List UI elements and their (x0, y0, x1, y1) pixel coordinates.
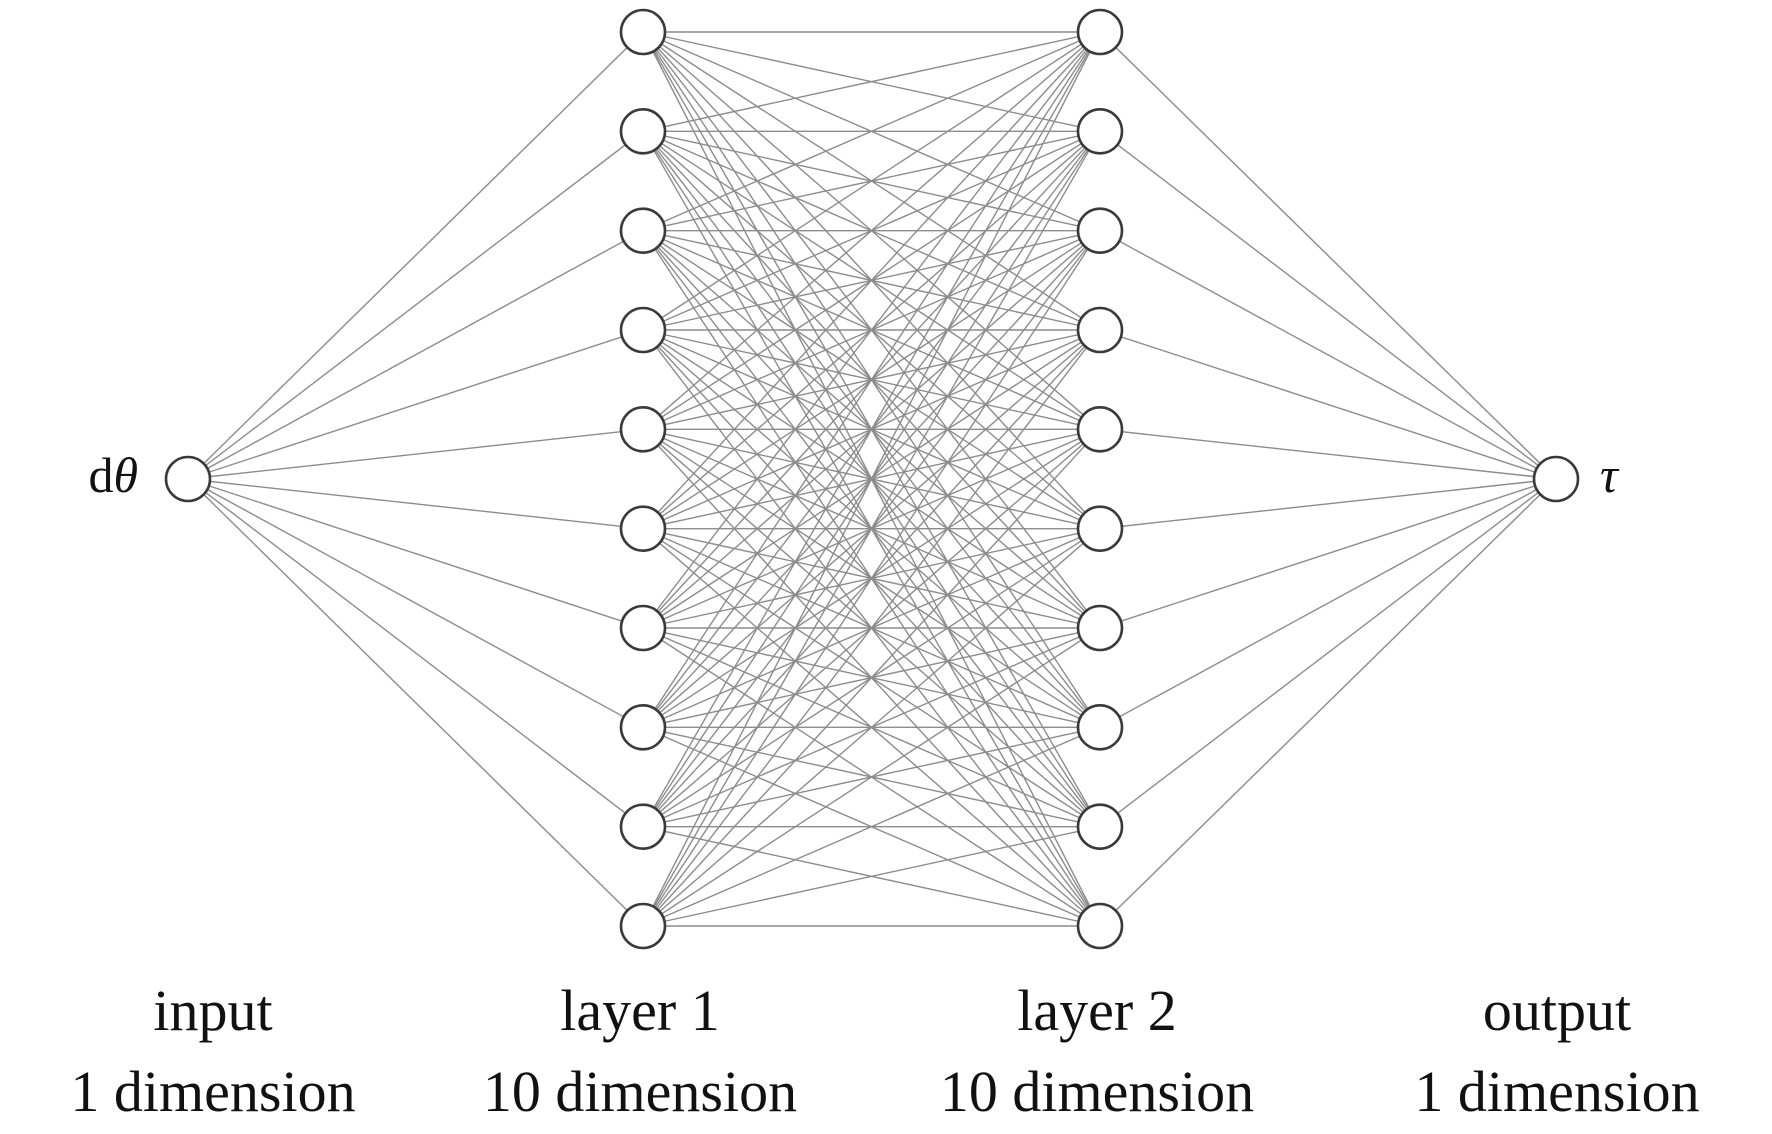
layer2-neuron-1 (1076, 8, 1124, 56)
layer2-neuron-9 (1076, 803, 1124, 850)
layer1-neuron-4 (619, 306, 667, 354)
connection-input-0-layer1-9 (187, 478, 644, 927)
connection-input-0-layer1-3 (187, 329, 644, 480)
input-layer-name: input (153, 978, 272, 1043)
connection-layer2-9-output-0 (1099, 478, 1557, 927)
connection-layer1-6-layer2-0 (642, 31, 1101, 629)
layer2-neuron-10 (1076, 902, 1124, 950)
layer2-neuron-6 (1076, 505, 1124, 552)
connection-layer1-9-layer2-0 (642, 31, 1101, 927)
connection-layer2-1-output-0 (1099, 130, 1557, 480)
connection-layer1-7-layer2-0 (642, 31, 1101, 728)
layer1-name: layer 1 (560, 978, 719, 1043)
layer2-neuron-5 (1076, 406, 1124, 453)
layer2-neuron-3 (1076, 207, 1124, 254)
connection-layer2-0-output-0 (1099, 31, 1557, 480)
connection-layer1-5-layer2-0 (642, 31, 1101, 530)
connection-layer2-3-output-0 (1099, 329, 1557, 480)
connection-layer1-9-layer2-2 (642, 230, 1101, 927)
connection-layer1-9-layer2-3 (642, 329, 1101, 927)
connection-layer1-1-layer2-0 (642, 31, 1101, 133)
connection-layer1-9-layer2-5 (642, 528, 1101, 927)
connection-layer2-7-output-0 (1099, 478, 1557, 728)
layer2-neuron-4 (1076, 306, 1124, 354)
layer2-neuron-8 (1076, 704, 1124, 751)
connection-layer1-9-layer2-1 (642, 130, 1101, 927)
connection-layer2-5-output-0 (1099, 478, 1557, 530)
connection-layer1-9-layer2-8 (642, 825, 1101, 927)
output-neuron-1 (1532, 455, 1580, 503)
connection-input-0-layer1-6 (187, 478, 644, 629)
connection-input-0-layer1-4 (187, 428, 644, 480)
input-layer-dimension: 1 dimension (70, 1059, 355, 1124)
layer1-neuron-8 (619, 704, 667, 751)
layer2-neuron-2 (1076, 108, 1124, 155)
output-layer-dimension: 1 dimension (1414, 1059, 1699, 1124)
connection-input-0-layer1-0 (187, 31, 644, 480)
input-neuron-1 (164, 455, 212, 503)
layer1-dimension: 10 dimension (483, 1059, 797, 1124)
layer1-neuron-2 (619, 108, 667, 155)
connection-layer1-3-layer2-0 (642, 31, 1101, 331)
connection-layer1-9-layer2-6 (642, 627, 1101, 927)
layer1-neuron-5 (619, 406, 667, 453)
connection-input-0-layer1-5 (187, 478, 644, 530)
layer2-dimension: 10 dimension (940, 1059, 1254, 1124)
layer2-neuron-7 (1076, 604, 1124, 652)
connection-input-0-layer1-7 (187, 478, 644, 728)
neurons-group (164, 8, 1580, 950)
connections-group (187, 31, 1557, 927)
output-node-label: τ (1600, 447, 1620, 503)
connection-layer1-9-layer2-4 (642, 428, 1101, 927)
layer1-neuron-10 (619, 902, 667, 950)
input-node-label: dθ (88, 447, 138, 503)
layer1-neuron-6 (619, 505, 667, 552)
connection-input-0-layer1-8 (187, 478, 644, 828)
layer1-neuron-1 (619, 8, 667, 56)
connection-layer1-8-layer2-0 (642, 31, 1101, 828)
layer1-neuron-3 (619, 207, 667, 254)
connection-layer2-6-output-0 (1099, 478, 1557, 629)
connection-input-0-layer1-1 (187, 130, 644, 480)
connection-layer2-2-output-0 (1099, 230, 1557, 480)
output-layer-name: output (1483, 978, 1631, 1043)
layer2-name: layer 2 (1017, 978, 1176, 1043)
connection-layer1-9-layer2-7 (642, 726, 1101, 927)
connection-layer2-8-output-0 (1099, 478, 1557, 828)
connection-layer2-4-output-0 (1099, 428, 1557, 480)
connection-layer1-2-layer2-0 (642, 31, 1101, 232)
layer1-neuron-9 (619, 803, 667, 850)
connection-input-0-layer1-2 (187, 230, 644, 480)
layer1-neuron-7 (619, 604, 667, 652)
connection-layer1-4-layer2-0 (642, 31, 1101, 430)
